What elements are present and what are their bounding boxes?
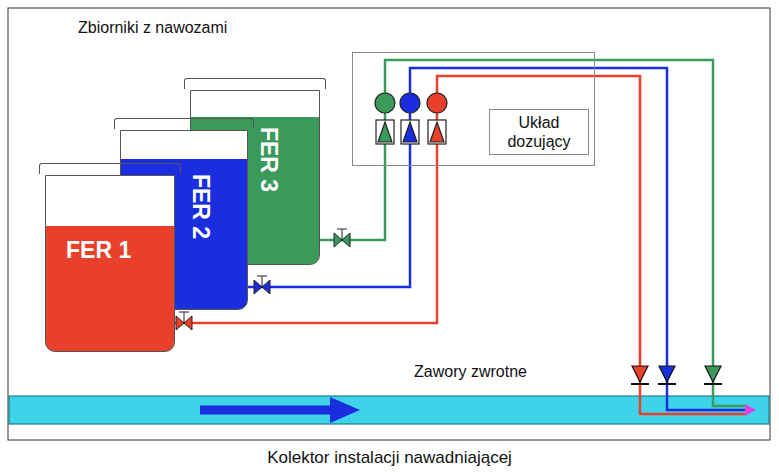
text-label: Zbiorniki z nawozami: [78, 18, 227, 37]
dosing-unit: Układ dozujący: [352, 52, 595, 166]
frame: [8, 8, 770, 440]
tank-label: FER 3: [258, 126, 281, 191]
pump-circles: [375, 93, 447, 113]
flow-arrow-head: [330, 397, 360, 423]
caption: Kolektor instalacji nawadniającej: [0, 448, 779, 468]
check-valves: [631, 366, 722, 384]
feed-pipe: [320, 166, 385, 240]
text-label: Zawory zwrotne: [414, 362, 527, 381]
outlet-arrow: [745, 404, 756, 416]
dosing-lines: [385, 60, 745, 414]
unit-label: Układ dozujący: [489, 109, 589, 155]
tank-lid: [114, 118, 254, 129]
tank-lid: [39, 163, 181, 174]
fertilizer-tank: FER 1: [45, 175, 175, 352]
tank-lid: [184, 78, 326, 89]
tank-label: FER 1: [66, 239, 131, 262]
collector-pipe: [9, 396, 769, 424]
tank-label: FER 2: [190, 173, 213, 238]
flow-arrow: [200, 406, 334, 415]
dosing-symbols: [376, 120, 446, 144]
